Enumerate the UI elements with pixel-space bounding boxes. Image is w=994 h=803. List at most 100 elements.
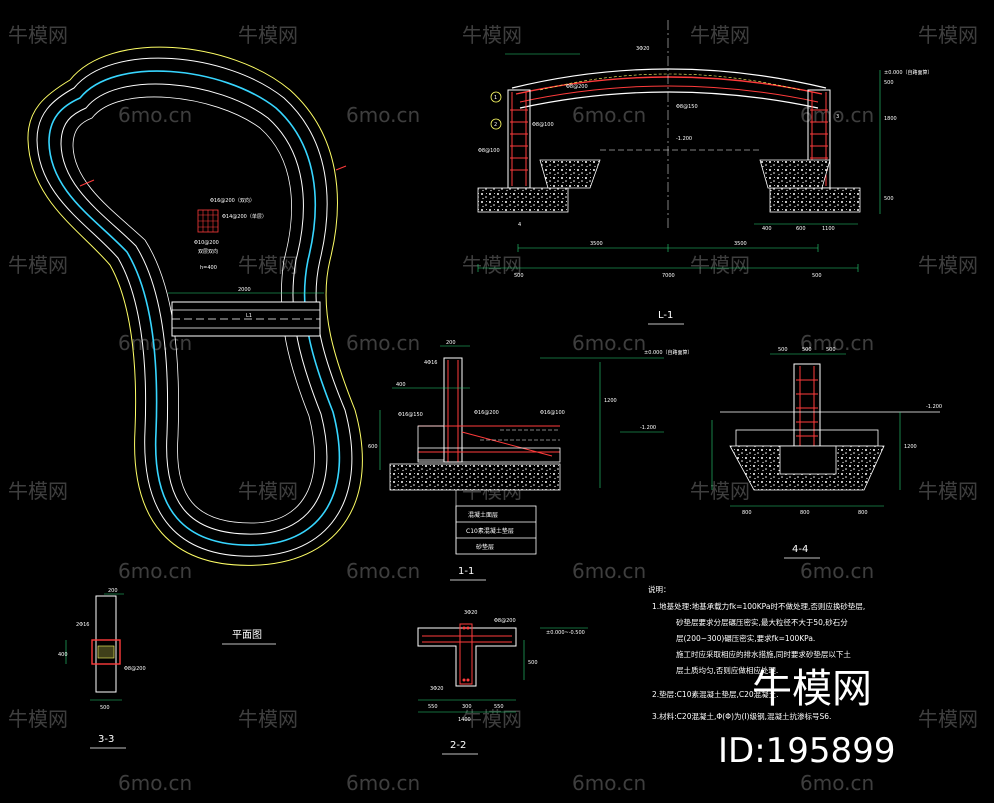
s11-dim-1200: 1200 [604,398,617,404]
l1-dim-3500-right: 3500 [734,241,747,247]
watermark-logo: 牛模网 [918,23,978,47]
watermark-site: 6mo.cn [572,103,646,127]
watermark-site: 6mo.cn [800,331,874,355]
watermark-logo: 牛模网 [8,23,68,47]
l1-marker-4: 4 [518,222,521,228]
brand-overlay: 牛模网 ID:195899 [718,666,895,771]
notes-n1e: 层土质均匀,否则应做相应处理. [676,665,778,675]
s11-layer-1: 混凝土面层 [468,511,498,519]
s44-dim-500-a: 500 [778,347,788,353]
s11-layer-3: 砂垫层 [476,543,494,551]
section-4-4: 500 500 500 800 800 800 1200 -1.200 4-4 [711,347,942,559]
notes-n1c: 层(200~300)碾压密实,要求fk=100KPa. [676,633,815,643]
brand-id-text: ID:195899 [718,731,895,771]
s22-dim-550-right: 550 [494,704,504,710]
watermark-logo: 牛模网 [690,23,750,47]
s33-channel [91,639,121,665]
pool-wall-outer [36,57,353,557]
s11-elev-low: -1.200 [640,425,656,431]
s11-title: 1-1 [458,566,474,577]
design-notes: 说明： 1.地基处理:地基承载力fk=100KPa时不做处理,否则应换砂垫层, … [648,584,865,721]
l1-right-footing [769,187,861,213]
l1-dim-600: 600 [796,226,806,232]
s22-beam [417,627,517,687]
l1-arch-bottom [519,91,819,109]
s11-layer-table: 混凝土面层 C10素混凝土垫层 砂垫层 [455,490,537,555]
brand-logo-text: 牛模网 [752,666,872,712]
watermark-site: 6mo.cn [346,331,420,355]
l1-bar-c2: Φ8@100 [478,148,500,154]
s11-dim-600: 600 [368,444,378,450]
watermark-logo: 牛模网 [462,253,522,277]
s44-footing [735,429,879,447]
bridge-plan: 2000 L1 [168,287,324,337]
watermark-site: 6mo.cn [118,771,192,795]
l1-elev-low: -1.200 [676,136,692,142]
bridge-tag: L1 [246,313,252,319]
s44-title: 4-4 [792,544,808,555]
watermark-site: 6mo.cn [346,103,420,127]
notes-n1d: 施工时应采取相应的排水措施,同时要求砂垫层以下土 [676,649,851,659]
bridge-dim: 2000 [238,287,251,293]
watermark-logo: 牛模网 [918,479,978,503]
s33-dim-200: 200 [108,588,118,594]
pool-wall-inner-white [60,83,328,535]
plan-view: 2000 L1 Φ16@200（双向） Φ14@200（单层） Φ10@200 … [27,46,363,645]
l1-bar-b: Φ8@150 [676,104,698,110]
notes-n1: 1.地基处理:地基承载力fk=100KPa时不做处理,否则应换砂垫层, [652,601,865,611]
l1-dim-400: 400 [762,226,772,232]
plan-rebar-1: Φ16@200（双向） [210,197,255,204]
watermark-logo: 牛模网 [238,23,298,47]
l1-dim-v2: 1800 [884,116,897,122]
l1-dim-v3: 500 [884,196,894,202]
watermark-layer: 牛模网 牛模网 牛模网 牛模网 牛模网 牛模网 牛模网 牛模网 牛模网 牛模网 … [8,23,978,795]
s11-wall [443,357,463,463]
watermark-site: 6mo.cn [572,559,646,583]
s22-bar-top: 3Φ20 [464,610,477,616]
s11-base-slab [417,447,561,463]
l1-dim-500-right: 500 [812,273,822,279]
l1-title: L-1 [658,310,673,321]
watermark-site: 6mo.cn [800,771,874,795]
l1-left-column [507,89,531,189]
watermark-logos: 牛模网 牛模网 牛模网 牛模网 牛模网 牛模网 牛模网 牛模网 牛模网 牛模网 … [8,23,978,731]
watermark-logo: 牛模网 [8,479,68,503]
watermark-logo: 牛模网 [690,479,750,503]
watermark-sites: 6mo.cn 6mo.cn 6mo.cn 6mo.cn 6mo.cn 6mo.c… [118,103,874,795]
l1-marker-2: 2 [494,122,497,128]
s33-title: 3-3 [98,734,114,745]
s11-bar-mid: Φ16@200 [474,410,499,416]
l1-dim-3500-left: 3500 [590,241,603,247]
s44-dim-500-c: 500 [826,347,836,353]
watermark-logo: 牛模网 [8,707,68,731]
s33-bar-2: Φ8@200 [124,666,146,672]
s33-wall [95,595,117,693]
s22-dim-1400: 1400 [458,717,471,723]
s22-title: 2-2 [450,740,466,751]
s22-elev: ±0.000~-0.500 [546,630,585,636]
l1-dim-1100: 1100 [822,226,835,232]
s11-bar-top: 4Φ16 [424,360,437,366]
s11-gravel-bed [389,463,561,491]
pool-wall-innermost [72,96,315,524]
plan-rebar-2: Φ14@200（单层） [222,213,267,220]
watermark-site: 6mo.cn [118,103,192,127]
watermark-logo: 牛模网 [238,479,298,503]
watermark-logo: 牛模网 [918,707,978,731]
s33-dim-400: 400 [58,652,68,658]
watermark-logo: 牛模网 [690,253,750,277]
s11-bar-left: Φ16@150 [398,412,423,418]
s22-dim-300: 300 [462,704,472,710]
s44-dim-800-a: 800 [742,510,752,516]
watermark-site: 6mo.cn [118,559,192,583]
watermark-site: 6mo.cn [800,559,874,583]
pool-wall-inner-blue [48,70,341,546]
notes-n2: 2.垫层:C10素混凝土垫层,C20混凝土. [652,689,779,699]
plan-rebar-3: Φ10@200 [194,240,219,246]
plan-rebar-notes: Φ16@200（双向） Φ14@200（单层） Φ10@200 双层双向 h=4… [194,197,267,271]
s22-dim-500: 500 [528,660,538,666]
l1-elev-top: ±0.000（自路面算） [884,69,933,76]
s22-bar-bot: 3Φ20 [430,686,443,692]
watermark-logo: 牛模网 [8,253,68,277]
plan-title: 平面图 [232,629,262,641]
